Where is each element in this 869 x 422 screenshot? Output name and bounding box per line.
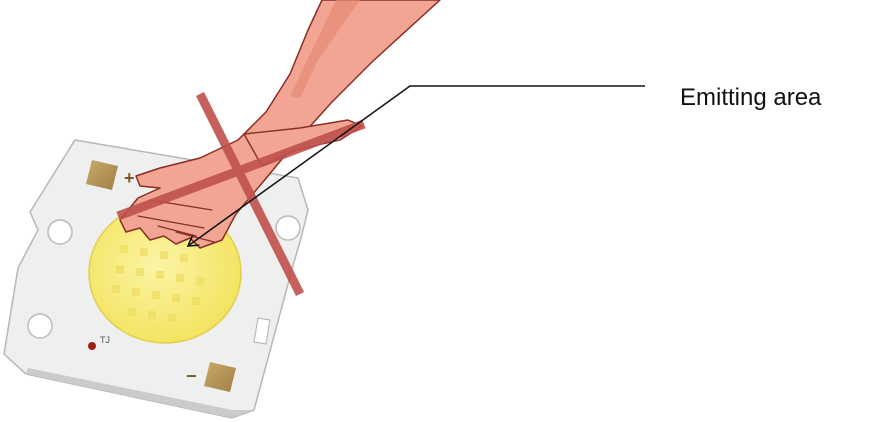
cathode-pad: [204, 362, 236, 392]
hand-sleeve-shade: [290, 0, 360, 98]
tj-dot: [88, 342, 96, 350]
no-touch-cross-icon: [116, 91, 366, 297]
chip-substrate-shade: [26, 368, 254, 418]
chip-slot: [253, 317, 271, 345]
emitter-dies: [112, 245, 204, 322]
callout-leader: [188, 85, 645, 246]
emitting-area-label: Emitting area: [680, 84, 822, 111]
mounting-hole-top-left: [47, 219, 73, 245]
mounting-hole-right: [275, 215, 301, 241]
minus-mark: −: [186, 366, 197, 386]
plus-mark: +: [124, 168, 135, 188]
callout-arrow: [188, 85, 645, 246]
mounting-hole-bottom-left: [27, 313, 53, 339]
anode-pad: [86, 160, 118, 190]
tj-label: TJ: [100, 335, 110, 345]
